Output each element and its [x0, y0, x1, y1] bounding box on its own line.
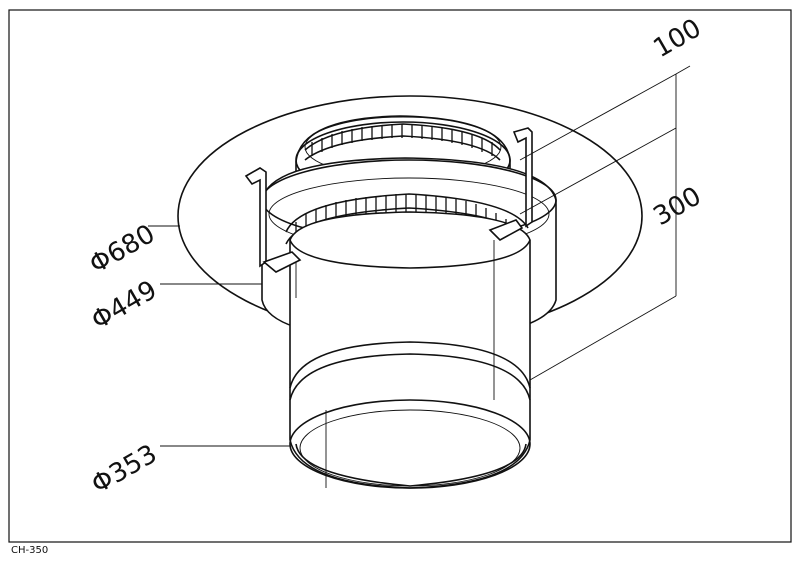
- drawing-frame: [8, 9, 792, 543]
- dim-top-height: 100: [649, 13, 707, 64]
- dim-pipe-diameter: Φ353: [87, 439, 163, 500]
- mounting-brackets: [244, 127, 533, 273]
- dim-total-height: 300: [649, 181, 707, 232]
- dim-mid-diameter: Φ449: [87, 275, 163, 336]
- dim-flange-diameter: Φ680: [85, 219, 161, 280]
- dimension-lines: [148, 65, 691, 447]
- upper-grille: [304, 123, 501, 161]
- model-code-label: CH-350: [11, 545, 49, 556]
- pipe-body: [289, 211, 531, 489]
